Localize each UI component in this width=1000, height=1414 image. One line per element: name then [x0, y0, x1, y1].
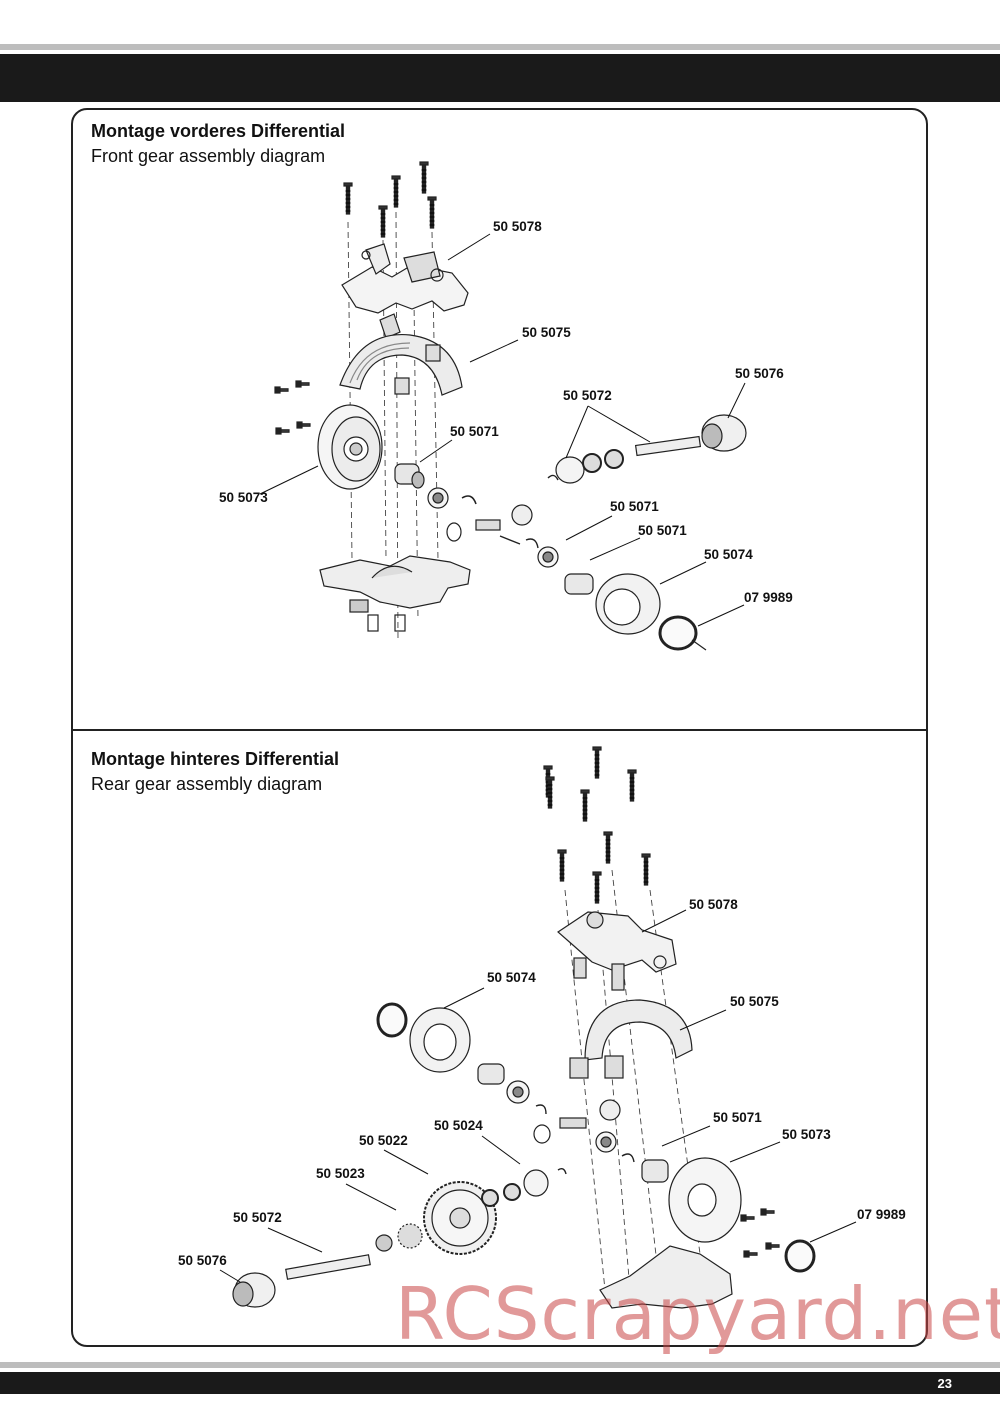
front-section-subtitle: Front gear assembly diagram — [91, 146, 326, 166]
diagram-frame — [71, 108, 928, 1347]
part-label: 50 5074 — [487, 970, 536, 985]
part-label: 50 5022 — [359, 1133, 408, 1148]
part-label: 50 5072 — [233, 1210, 282, 1225]
screw — [343, 182, 353, 215]
part-label: 50 5076 — [735, 366, 784, 381]
screw — [419, 161, 429, 194]
part-label: 50 5071 — [450, 424, 499, 439]
part-label: 50 5075 — [730, 994, 779, 1009]
part-label: 50 5071 — [638, 523, 687, 538]
rear-section-subtitle: Rear gear assembly diagram — [91, 774, 323, 794]
footer-rule — [0, 1362, 1000, 1368]
rear-section-title: Montage hinteres Differential — [91, 749, 340, 769]
screw — [378, 205, 388, 238]
part-label: 50 5078 — [493, 219, 542, 234]
part-label: 50 5024 — [434, 1118, 483, 1133]
screw — [427, 196, 437, 229]
part-label: 50 5072 — [563, 388, 612, 403]
part-label: 07 9989 — [744, 590, 793, 605]
part-label: 50 5071 — [610, 499, 659, 514]
part-label: 50 5074 — [704, 547, 753, 562]
part-label: 50 5073 — [219, 490, 268, 505]
part-label: 50 5078 — [689, 897, 738, 912]
footer-bar — [0, 1372, 1000, 1394]
watermark: RCScrapyard.net — [395, 1272, 1000, 1356]
part-label: 07 9989 — [857, 1207, 906, 1222]
section-divider — [71, 729, 928, 731]
header-rule — [0, 44, 1000, 50]
part-label: 50 5071 — [713, 1110, 762, 1125]
part-label: 50 5023 — [316, 1166, 365, 1181]
page-number: 23 — [937, 1376, 952, 1391]
part-label: 50 5076 — [178, 1253, 227, 1268]
header-bar — [0, 54, 1000, 102]
part-label: 50 5075 — [522, 325, 571, 340]
part-label: 50 5073 — [782, 1127, 831, 1142]
screw — [391, 175, 401, 208]
front-section-title: Montage vorderes Differential — [91, 121, 346, 141]
